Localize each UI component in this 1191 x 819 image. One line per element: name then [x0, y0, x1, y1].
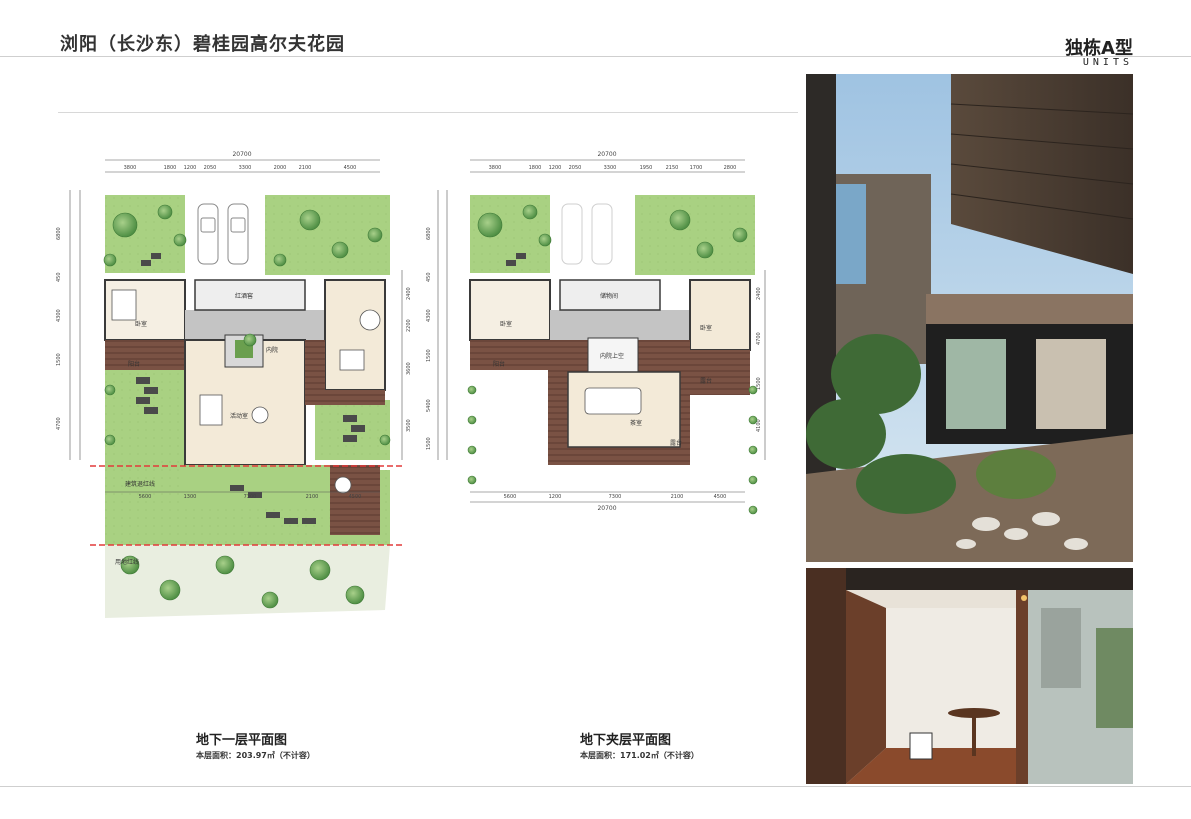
dim-top: 1200	[184, 165, 197, 171]
project-title: 浏阳（长沙东）碧桂园高尔夫花园	[60, 34, 345, 55]
dim-bottom: 2100	[671, 494, 684, 500]
dim-top: 2800	[724, 165, 737, 171]
room-label: 用地红线	[115, 558, 139, 566]
dim-top: 2100	[299, 165, 312, 171]
room-label: 内院	[266, 346, 278, 354]
dim-top: 1950	[640, 165, 653, 171]
dim-left: 1500	[56, 353, 62, 366]
dim-bottom: 2100	[306, 494, 319, 500]
dim-top: 1800	[529, 165, 542, 171]
dim-right: 4100	[756, 419, 762, 432]
room-label: 露台	[700, 377, 712, 385]
dim-left: 4300	[426, 309, 432, 322]
dim-right: 2400	[756, 287, 762, 300]
basement-plan-title: 地下一层平面图	[196, 733, 288, 748]
dim-top: 2150	[666, 165, 679, 171]
dim-right: 2200	[406, 319, 412, 332]
unit-type-title: 独栋A型	[1065, 38, 1133, 59]
dim-top: 2050	[204, 165, 217, 171]
dim-bottom: 4500	[714, 494, 727, 500]
dim-left: 1500	[426, 349, 432, 362]
room-label: 卧室	[500, 320, 512, 328]
dim-top: 4500	[344, 165, 357, 171]
dim-top: 1200	[549, 165, 562, 171]
room-label: 阳台	[128, 360, 140, 368]
plan-basement: 20700 3800 1800 1200 2050 3300 2000 2100…	[56, 151, 412, 618]
room-label: 卧室	[700, 324, 712, 332]
dim-left: 450	[56, 272, 62, 282]
dim-left: 5400	[426, 399, 432, 412]
dim-top: 3800	[489, 165, 502, 171]
dim-bottom: 5600	[504, 494, 517, 500]
footer-divider	[0, 786, 1191, 787]
floor-plans-drawing: 20700 3800 1800 1200 2050 3300 2000 2100…	[56, 151, 766, 618]
dim-bottom: 7300	[609, 494, 622, 500]
interior-corridor-photo	[806, 568, 1133, 784]
room-label: 露台	[670, 439, 682, 447]
dim-left: 1500	[426, 437, 432, 450]
dim-top: 2000	[274, 165, 287, 171]
exterior-courtyard-photo	[806, 74, 1133, 562]
room-label: 阳台	[493, 360, 505, 368]
dim-right: 3600	[406, 362, 412, 375]
plan-mezzanine: 20700 3800 1800 1200 2050 3300 1950 2150…	[426, 151, 766, 515]
plans-divider	[58, 112, 798, 113]
dim-top: 3800	[124, 165, 137, 171]
header-divider	[0, 56, 1191, 57]
mezzanine-area-label: 本层面积：171.02㎡（不计容）	[580, 751, 699, 760]
basement-area-label: 本层面积：203.97㎡（不计容）	[196, 751, 315, 760]
dim-left: 6800	[56, 227, 62, 240]
dim-top: 1700	[690, 165, 703, 171]
room-label: 卧室	[135, 320, 147, 328]
dim-bottom: 4500	[349, 494, 362, 500]
dim-left: 6800	[426, 227, 432, 240]
dim-bottom: 7300	[244, 494, 257, 500]
dim-top: 1800	[164, 165, 177, 171]
dim-top: 3300	[239, 165, 252, 171]
dim-overall-top: 20700	[597, 151, 616, 158]
dim-left: 450	[426, 272, 432, 282]
dim-right: 2400	[406, 287, 412, 300]
room-label: 活动室	[230, 412, 248, 420]
room-label: 茶室	[630, 419, 642, 427]
dim-top: 2050	[569, 165, 582, 171]
units-label: UNITS	[1082, 57, 1133, 68]
dim-right: 4700	[756, 332, 762, 345]
dim-left: 4700	[56, 417, 62, 430]
room-label: 建筑退红线	[125, 480, 155, 488]
dim-bottom: 5600	[139, 494, 152, 500]
dim-bottom: 1300	[184, 494, 197, 500]
room-label: 储物间	[600, 292, 618, 300]
dim-right: 1500	[756, 377, 762, 390]
dim-top: 3300	[604, 165, 617, 171]
mezzanine-plan-title: 地下夹层平面图	[580, 733, 672, 748]
dim-bottom: 1200	[549, 494, 562, 500]
dim-left: 4300	[56, 309, 62, 322]
dim-right: 3500	[406, 419, 412, 432]
room-label: 红酒窖	[235, 292, 253, 300]
dim-overall-bottom: 20700	[597, 505, 616, 512]
dim-overall-top: 20700	[232, 151, 251, 158]
room-label: 内院上空	[600, 352, 624, 360]
